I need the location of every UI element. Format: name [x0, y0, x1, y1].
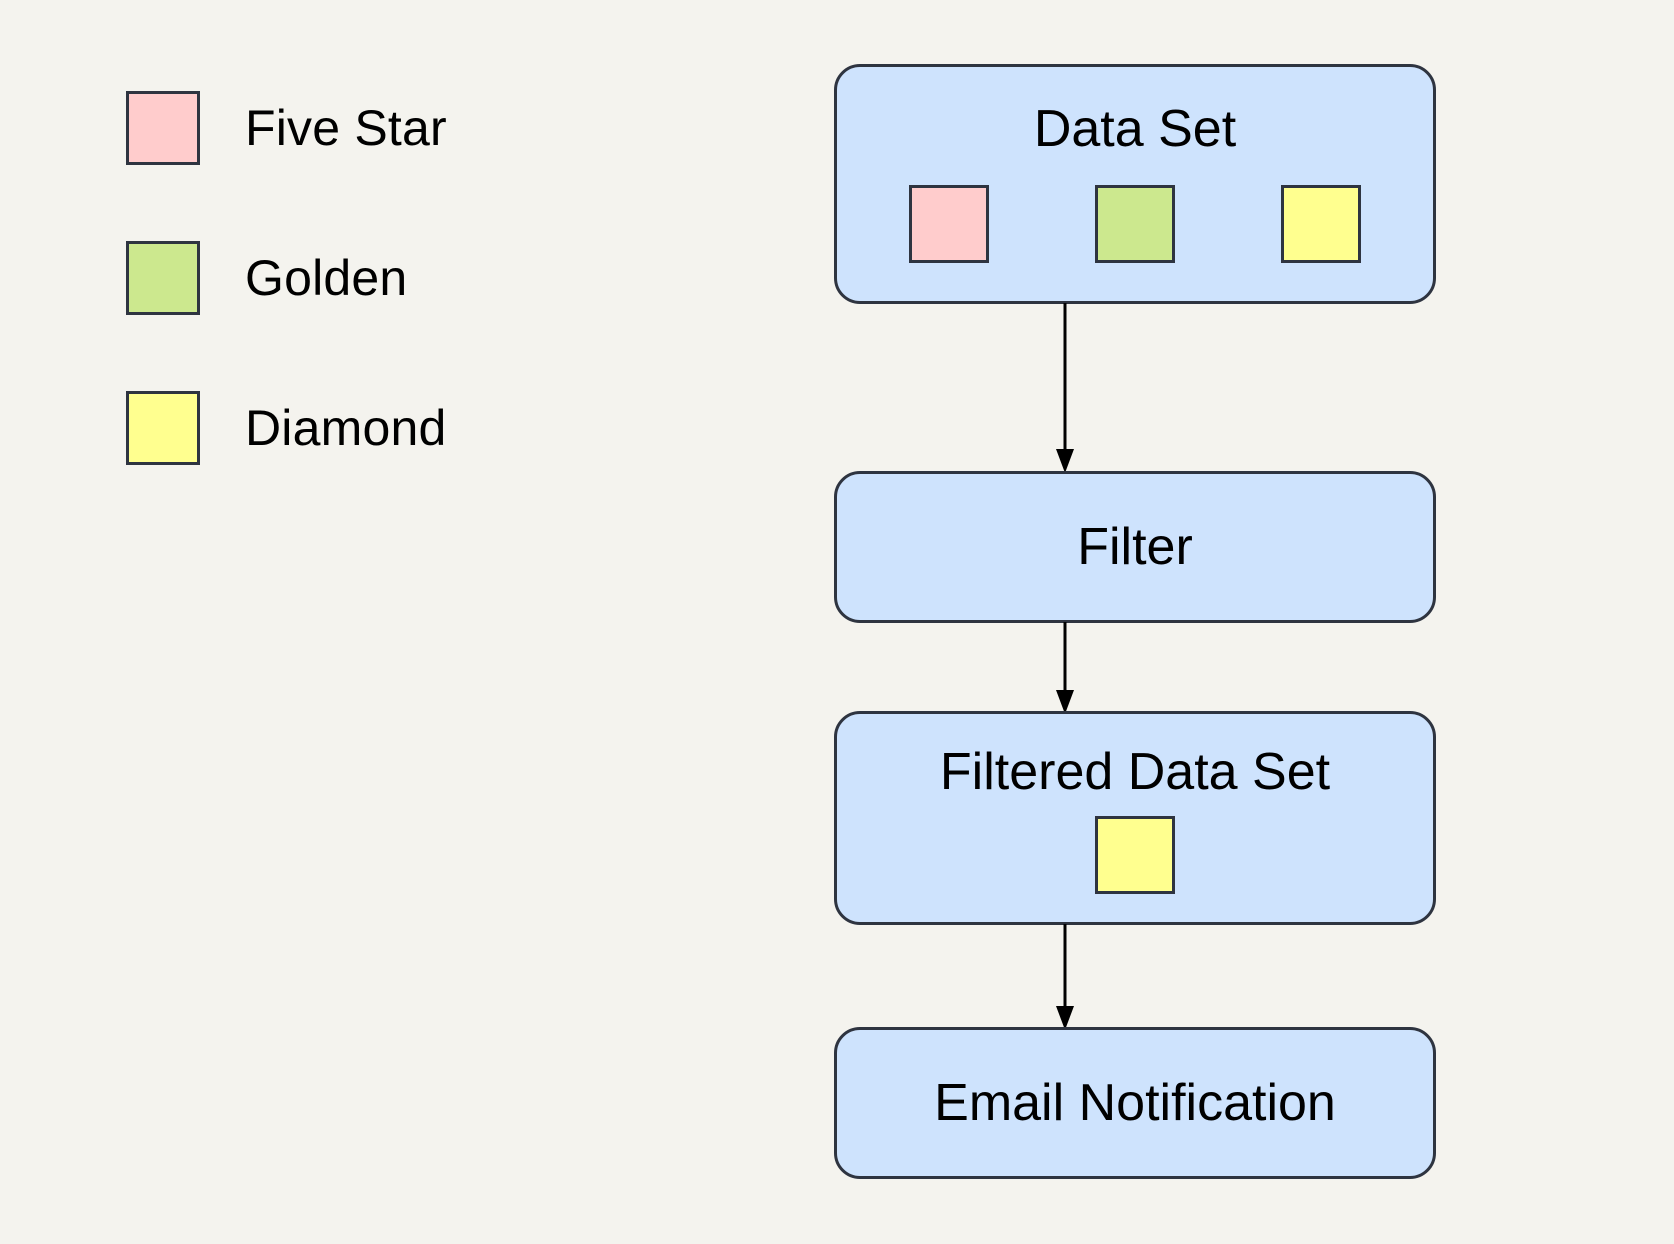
legend-label-golden: Golden — [245, 250, 408, 306]
legend-label-five-star: Five Star — [245, 100, 447, 156]
legend-item-golden[interactable]: Golden — [126, 238, 407, 318]
node-email-notification-title: Email Notification — [934, 1074, 1336, 1132]
diamond-swatch-icon — [126, 391, 200, 465]
chip-golden-icon — [1095, 185, 1175, 263]
legend-item-five-star[interactable]: Five Star — [126, 88, 447, 168]
chip-diamond-icon — [1281, 185, 1361, 263]
edge-filtered-data-set-to-email-notification — [1056, 924, 1074, 1030]
node-data-set[interactable]: Data Set — [834, 64, 1436, 304]
node-email-notification[interactable]: Email Notification — [834, 1027, 1436, 1179]
node-filtered-data-set[interactable]: Filtered Data Set — [834, 711, 1436, 925]
chip-diamond-icon — [1095, 816, 1175, 894]
node-data-set-title: Data Set — [1033, 100, 1237, 158]
edge-filter-to-filtered-data-set — [1056, 622, 1074, 714]
legend-item-diamond[interactable]: Diamond — [126, 388, 447, 468]
legend-label-diamond: Diamond — [245, 400, 447, 456]
golden-swatch-icon — [126, 241, 200, 315]
edge-data-set-to-filter — [1056, 303, 1074, 473]
node-filtered-data-set-chips — [1095, 816, 1175, 894]
chip-five-star-icon — [909, 185, 989, 263]
node-filter-title: Filter — [1077, 518, 1193, 576]
node-filtered-data-set-title: Filtered Data Set — [939, 743, 1331, 801]
node-data-set-chips — [837, 185, 1433, 263]
node-filter[interactable]: Filter — [834, 471, 1436, 623]
five-star-swatch-icon — [126, 91, 200, 165]
